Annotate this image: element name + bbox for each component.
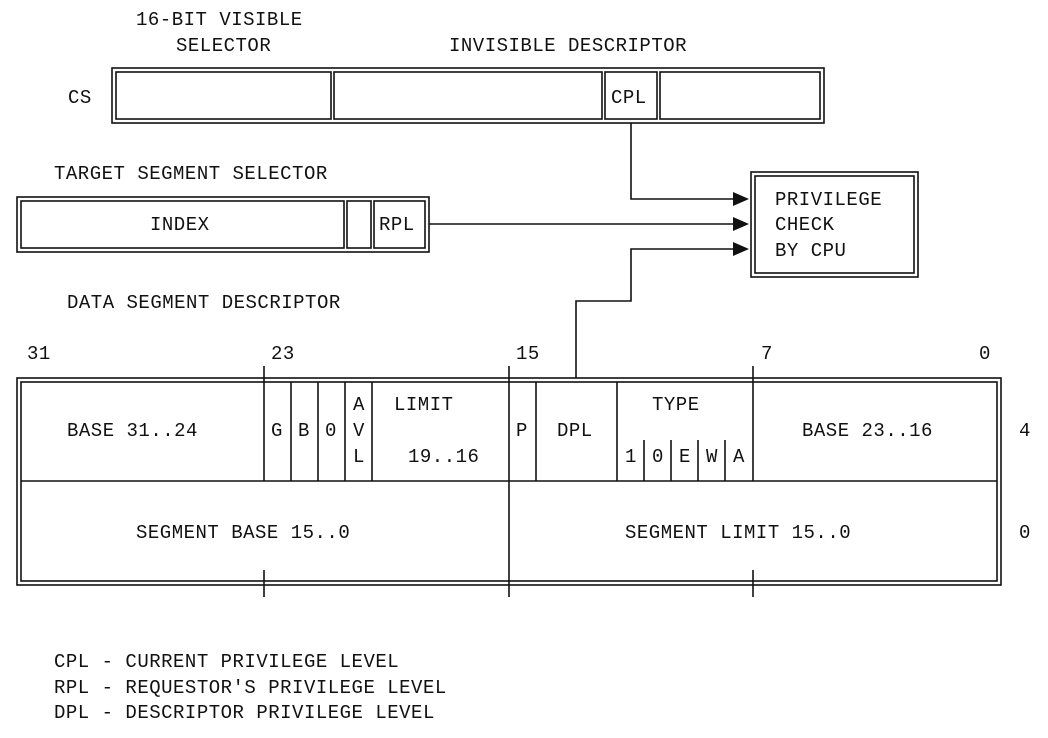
target-segment-selector: TARGET SEGMENT SELECTOR INDEX RPL <box>16 163 430 253</box>
bit-label-31: 31 <box>27 343 51 365</box>
privilege-check-box: PRIVILEGE CHECK BY CPU <box>750 171 919 278</box>
bit-label-23: 23 <box>271 343 295 365</box>
segment-base-label: SEGMENT BASE 15..0 <box>136 522 350 544</box>
avl-bit-label-v: V <box>353 420 365 442</box>
legend-dpl: DPL - DESCRIPTOR PRIVILEGE LEVEL <box>54 702 435 724</box>
privilege-check-line3: BY CPU <box>775 240 846 262</box>
zero-bit-label: 0 <box>325 420 337 442</box>
cs-header-line2: SELECTOR <box>176 35 271 57</box>
base-23-16-label: BASE 23..16 <box>802 420 933 442</box>
bit-label-7: 7 <box>761 343 773 365</box>
connector-arrows <box>429 123 749 378</box>
cs-cpl-label: CPL <box>611 87 647 109</box>
privilege-check-line2: CHECK <box>775 214 835 236</box>
upper-word-offset: 4 <box>1019 420 1031 442</box>
lower-word-offset: 0 <box>1019 522 1031 544</box>
rpl-arrowhead <box>733 217 749 231</box>
type-field-label: TYPE <box>652 394 700 416</box>
cpl-connector <box>630 123 733 200</box>
cs-cpl-field <box>604 71 658 120</box>
cpl-arrowhead <box>733 192 749 206</box>
avl-bit-label-l: L <box>353 446 365 468</box>
cs-header-right: INVISIBLE DESCRIPTOR <box>449 35 687 57</box>
cs-label: CS <box>68 87 92 109</box>
limit-range-label: 19..16 <box>408 446 479 468</box>
avl-bit-label-a: A <box>353 394 365 416</box>
legend-rpl: RPL - REQUESTOR'S PRIVILEGE LEVEL <box>54 677 447 699</box>
dpl-connector <box>575 248 733 378</box>
limit-label: LIMIT <box>394 394 454 416</box>
big-bit-label: B <box>298 420 310 442</box>
data-segment-descriptor: DATA SEGMENT DESCRIPTOR 31 23 15 7 0 <box>16 292 1031 597</box>
lower-word-dividers <box>263 481 754 597</box>
upper-word-dividers <box>263 366 754 481</box>
privilege-check-line1: PRIVILEGE <box>775 189 882 211</box>
cs-descriptor-tail-field <box>659 71 821 120</box>
base-31-24-label: BASE 31..24 <box>67 420 198 442</box>
cs-visible-selector-field <box>115 71 332 120</box>
dpl-arrowhead <box>733 242 749 256</box>
cs-descriptor-field <box>333 71 603 120</box>
descriptor-title: DATA SEGMENT DESCRIPTOR <box>67 292 341 314</box>
segment-limit-label: SEGMENT LIMIT 15..0 <box>625 522 851 544</box>
type-bit-0: 0 <box>652 446 664 468</box>
target-selector-title: TARGET SEGMENT SELECTOR <box>54 163 328 185</box>
selector-index-field <box>20 200 345 249</box>
granularity-bit-label: G <box>271 420 283 442</box>
selector-rpl-field <box>373 200 426 249</box>
cs-register: 16-BIT VISIBLE SELECTOR INVISIBLE DESCRI… <box>68 9 825 124</box>
type-bit-w: W <box>706 446 718 468</box>
privilege-check-inner <box>754 175 915 274</box>
selector-rpl-label: RPL <box>379 214 415 236</box>
type-bit-1: 1 <box>625 446 637 468</box>
type-bit-e: E <box>679 446 691 468</box>
legend-cpl: CPL - CURRENT PRIVILEGE LEVEL <box>54 651 399 673</box>
selector-index-label: INDEX <box>150 214 210 236</box>
cs-header-line1: 16-BIT VISIBLE <box>136 9 303 31</box>
selector-ti-field <box>346 200 372 249</box>
legend: CPL - CURRENT PRIVILEGE LEVEL RPL - REQU… <box>54 651 447 724</box>
dpl-field-label: DPL <box>557 420 593 442</box>
bit-label-0: 0 <box>979 343 991 365</box>
present-bit-label: P <box>516 420 528 442</box>
type-bit-a: A <box>733 446 745 468</box>
bit-label-15: 15 <box>516 343 540 365</box>
